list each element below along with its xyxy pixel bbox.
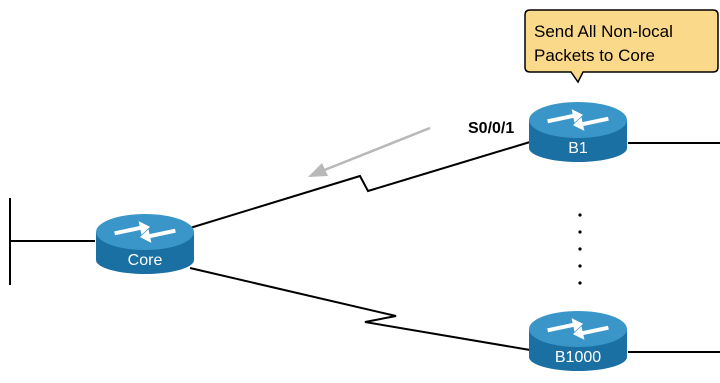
router-icon [529,311,627,371]
router-b1000-label: B1000 [555,349,601,366]
serial-link-core-b1000 [189,267,531,351]
router-icon [529,102,627,162]
router-icon [96,214,194,274]
router-core-label: Core [128,252,163,269]
callout-line-2: Packets to Core [534,46,655,65]
router-b1[interactable]: B1 [529,102,627,162]
router-b1-label: B1 [568,140,588,157]
interface-label: S0/0/1 [468,120,514,137]
traffic-direction-arrow-icon [308,126,431,177]
callout-line-1: Send All Non-local [534,22,673,41]
router-b1000[interactable]: B1000 [529,311,627,371]
serial-link-core-b1 [189,141,531,229]
router-core[interactable]: Core [96,214,194,274]
vertical-ellipsis [578,213,582,285]
callout-box: Send All Non-local Packets to Core [524,9,719,84]
